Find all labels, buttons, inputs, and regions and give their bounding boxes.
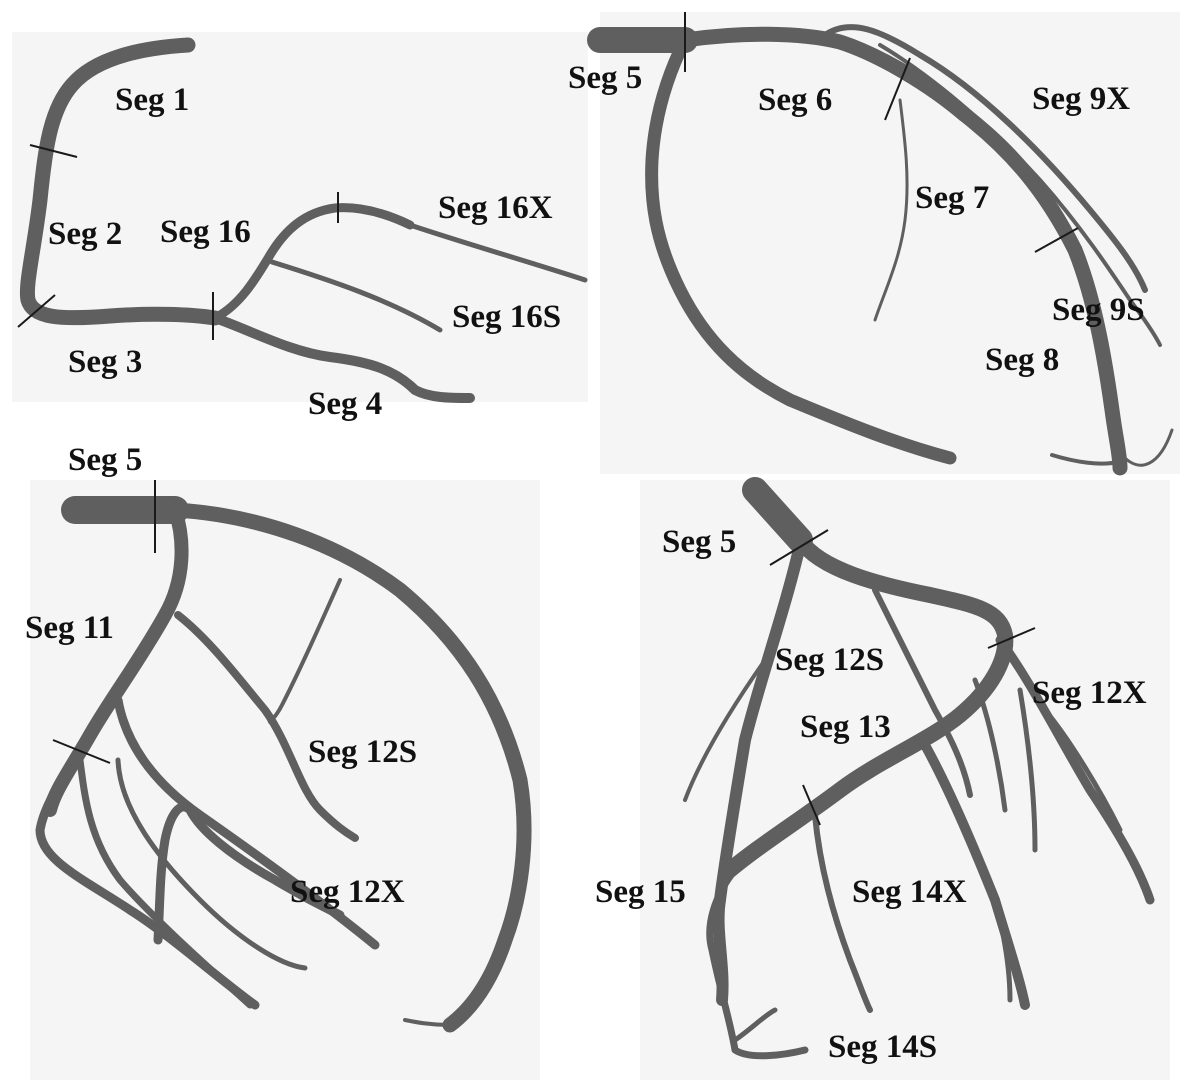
label-seg4: Seg 4	[308, 386, 382, 422]
panel-lad: Seg 5 Seg 6 Seg 9X Seg 7 Seg 9S Seg 8	[568, 12, 1180, 476]
panel-lad-background	[600, 12, 1180, 474]
panel-lcx-posterior: Seg 5 Seg 12S Seg 12X Seg 13 Seg 15 Seg …	[595, 477, 1170, 1080]
label-seg9x: Seg 9X	[1032, 81, 1130, 117]
loop-branch-vessel	[153, 802, 345, 945]
seg12s-vessel	[872, 587, 973, 798]
seg14s-vessel	[812, 812, 873, 1013]
label-seg8: Seg 8	[985, 342, 1059, 378]
panel-lcx-lateral-background	[30, 480, 540, 1080]
seg5-circumflex-vessel	[645, 33, 957, 465]
lower-loop-vessel	[706, 866, 809, 1060]
label-seg1: Seg 1	[115, 82, 189, 118]
label-seg15: Seg 15	[595, 874, 686, 910]
label-seg14s: Seg 14S	[828, 1029, 937, 1065]
lower-bundle-vessel-2	[76, 756, 254, 1009]
lad-distal-tip	[1050, 453, 1120, 466]
seg9s-vessel	[878, 43, 1162, 347]
divider-seg13-seg14	[802, 784, 821, 826]
seg14x-side-branch	[982, 867, 1013, 1003]
label-seg16: Seg 16	[160, 214, 251, 250]
seg9x-vessel	[822, 24, 1148, 293]
seg4-vessel	[210, 313, 475, 403]
label-seg12x: Seg 12X	[290, 874, 405, 910]
seg16x-vessel	[407, 222, 588, 283]
seg7-vessel	[873, 98, 909, 322]
label-seg7: Seg 7	[915, 180, 989, 216]
label-seg5: Seg 5	[568, 60, 642, 96]
seg16-vessel	[210, 203, 415, 323]
seg12x-lower-branch	[1017, 687, 1038, 853]
label-seg14x: Seg 14X	[852, 874, 967, 910]
label-seg12s: Seg 12S	[308, 734, 417, 770]
panel-rca: Seg 1 Seg 2 Seg 16 Seg 16X Seg 16S Seg 3…	[12, 32, 588, 422]
outer-arc-vessel	[167, 502, 532, 1033]
arc-side-branch	[268, 578, 342, 724]
lower-loop-branch	[732, 1007, 778, 1043]
seg12x-side-branch	[1042, 707, 1123, 833]
rca-main-vessel	[19, 37, 223, 326]
label-seg9s: Seg 9S	[1052, 292, 1145, 328]
label-seg13: Seg 13	[800, 709, 891, 745]
label-seg5: Seg 5	[68, 442, 142, 478]
label-seg11: Seg 11	[25, 610, 114, 646]
lower-bundle-vessel-3	[115, 757, 308, 971]
divider-seg1-seg2	[29, 144, 78, 158]
lad-main-vessel	[677, 26, 1128, 476]
divider-seg12x	[987, 627, 1036, 649]
seg15-vessel	[712, 539, 806, 1006]
label-seg2: Seg 2	[48, 216, 122, 252]
panel-lcx-lateral: Seg 5 Seg 11 Seg 12S Seg 12X	[25, 442, 540, 1080]
divider-seg7-seg8	[1034, 227, 1079, 253]
divider-seg6-seg7	[884, 57, 911, 121]
lcx-main-vessel	[722, 532, 1014, 878]
seg12s-vessel	[174, 611, 359, 842]
label-seg5: Seg 5	[662, 524, 736, 560]
divider-seg11	[52, 739, 111, 764]
seg16s-vessel	[269, 259, 443, 333]
seg12x-vessel	[995, 635, 1155, 905]
label-seg16x: Seg 16X	[438, 190, 553, 226]
divider-seg5	[769, 529, 829, 566]
left-main-stub-vessel	[742, 477, 813, 553]
lad-distal-branch	[1120, 428, 1174, 467]
divider-seg2-seg3	[17, 294, 56, 328]
left-thin-branch	[683, 658, 767, 802]
label-seg12x: Seg 12X	[1032, 675, 1147, 711]
seg12s-lower-branch	[972, 677, 1008, 813]
label-seg3: Seg 3	[68, 344, 142, 380]
label-seg12s: Seg 12S	[775, 642, 884, 678]
outer-arc-tip	[403, 1018, 452, 1027]
label-seg16s: Seg 16S	[452, 299, 561, 335]
label-seg6: Seg 6	[758, 82, 832, 118]
